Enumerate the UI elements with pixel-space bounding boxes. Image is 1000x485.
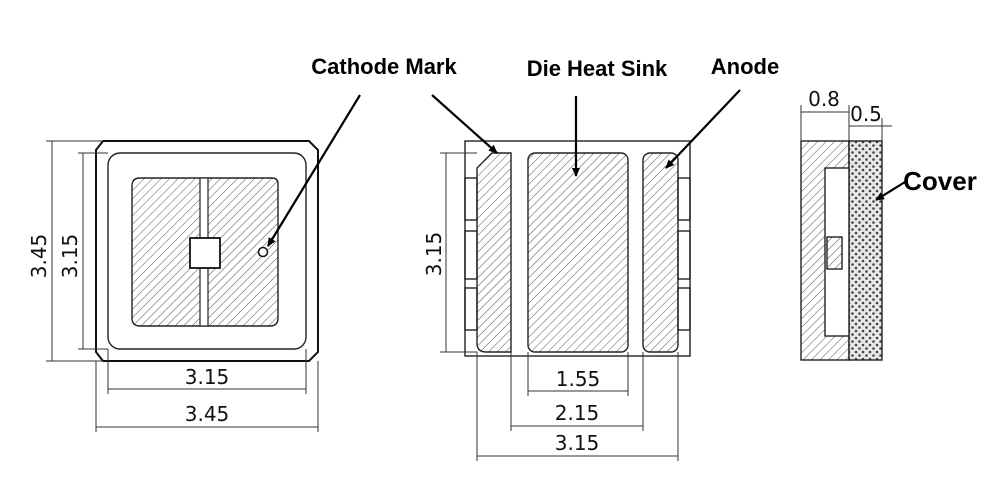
dim-side-cover-thickness: 0.5	[850, 102, 882, 126]
top-view-inner-body	[107, 152, 307, 350]
dim-side-body-thickness: 0.8	[808, 87, 840, 111]
arrow-cover	[875, 181, 906, 201]
arrow-cathode-mark	[267, 94, 361, 247]
dim-top-inner-height: 3.15	[58, 234, 82, 279]
dim-top-outer-width: 3.45	[185, 402, 230, 426]
tab-left-3	[464, 287, 478, 331]
top-view-die-square	[189, 237, 221, 269]
label-cathode-mark: Cathode Mark	[311, 54, 457, 79]
dim-bottom-pad-span: 2.15	[555, 401, 600, 425]
side-view-cover	[848, 140, 883, 361]
anode-pad	[642, 152, 679, 353]
tab-left-1	[464, 177, 478, 221]
tab-left-2	[464, 230, 478, 280]
arrow-anode	[665, 89, 741, 169]
side-view: 0.8 0.5	[800, 87, 892, 361]
tab-right-1	[677, 177, 691, 221]
tab-right-3	[677, 287, 691, 331]
dim-bottom-pad-center: 1.55	[556, 367, 601, 391]
die-heat-sink-pad	[527, 152, 629, 353]
label-die-heat-sink: Die Heat Sink	[527, 56, 668, 81]
top-view-outer-outline	[95, 140, 319, 362]
label-anode: Anode	[711, 54, 779, 79]
cathode-pad	[476, 152, 512, 353]
dim-top-inner-width: 3.15	[185, 365, 230, 389]
dim-top-outer-height: 3.45	[27, 234, 51, 279]
top-view: 3.45 3.15 3.15 3.45	[27, 140, 319, 432]
dim-bottom-height: 3.15	[422, 232, 446, 277]
arrow-cathode-pad	[431, 94, 498, 154]
bottom-view: 3.15 1.55 2.15 3.15	[422, 140, 691, 461]
label-cover: Cover	[903, 166, 977, 196]
callouts: Cathode Mark Die Heat Sink Anode Cover	[267, 54, 977, 247]
dim-bottom-overall-width: 3.15	[555, 431, 600, 455]
side-view-die	[826, 236, 843, 270]
tab-right-2	[677, 230, 691, 280]
cathode-mark-dot	[257, 246, 269, 258]
